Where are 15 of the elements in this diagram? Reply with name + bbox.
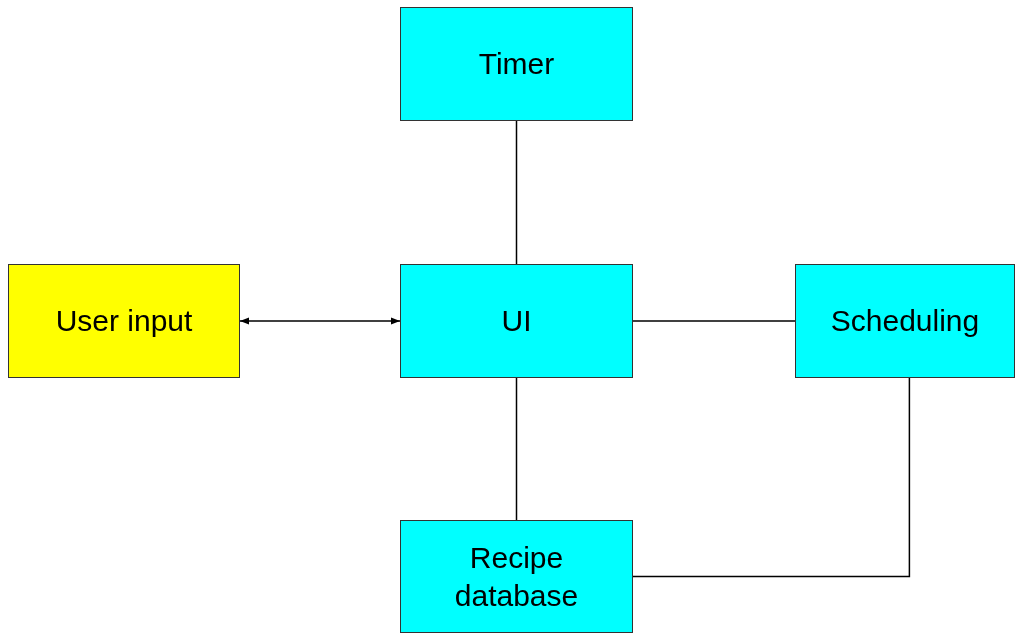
process-box	[8, 264, 240, 378]
connector-line	[515, 377, 518, 521]
connector-line	[632, 320, 796, 322]
box-label: UI	[500, 303, 533, 340]
box-label: User input	[54, 303, 194, 340]
process-box	[400, 520, 633, 633]
box-label: Timer	[477, 46, 556, 83]
box-label: Recipe database	[453, 540, 580, 614]
process-box	[400, 264, 633, 378]
arrow	[239, 317, 401, 325]
box-label: Scheduling	[829, 303, 981, 340]
process-box	[400, 7, 633, 121]
connector-line	[515, 120, 518, 265]
connector-line	[632, 377, 911, 578]
process-box	[795, 264, 1015, 378]
